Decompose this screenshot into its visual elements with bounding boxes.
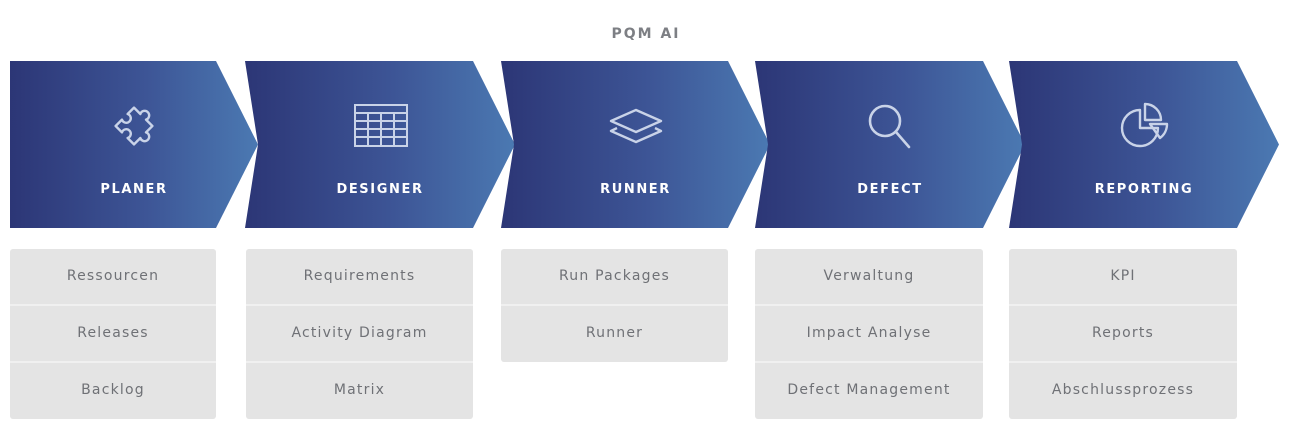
planer-items: Ressourcen Releases Backlog: [10, 249, 216, 419]
reporting-items: KPI Reports Abschlussprozess: [1009, 249, 1237, 419]
runner-items: Run Packages Runner: [501, 249, 728, 362]
stage-label: REPORTING: [1094, 182, 1194, 197]
stage-label: DESIGNER: [336, 182, 424, 197]
pie-chart-icon: [1009, 97, 1279, 155]
list-item[interactable]: Defect Management: [787, 382, 951, 398]
stage-reporting[interactable]: REPORTING: [1009, 61, 1279, 228]
stage-planer[interactable]: PLANER: [10, 61, 258, 228]
puzzle-icon: [10, 97, 258, 155]
stage-label: RUNNER: [600, 182, 671, 197]
list-item[interactable]: Run Packages: [501, 249, 728, 306]
list-item[interactable]: Abschlussprozess: [1051, 382, 1195, 398]
list-item[interactable]: Backlog: [81, 382, 145, 398]
list-item[interactable]: Impact Analyse: [755, 306, 983, 363]
list-item[interactable]: Verwaltung: [755, 249, 983, 306]
list-item[interactable]: Runner: [585, 325, 644, 341]
designer-items: Requirements Activity Diagram Matrix: [246, 249, 473, 419]
stage-defect[interactable]: DEFECT: [755, 61, 1025, 228]
stage-designer[interactable]: DESIGNER: [245, 61, 515, 228]
layers-icon: [501, 97, 770, 155]
defect-items: Verwaltung Impact Analyse Defect Managem…: [755, 249, 983, 419]
search-icon: [755, 97, 1025, 155]
list-item[interactable]: Ressourcen: [10, 249, 216, 306]
list-item[interactable]: Matrix: [333, 382, 386, 398]
list-item[interactable]: Requirements: [246, 249, 473, 306]
list-item[interactable]: Reports: [1009, 306, 1237, 363]
list-item[interactable]: Releases: [10, 306, 216, 363]
table-grid-icon: [245, 97, 515, 155]
stage-label: DEFECT: [857, 182, 923, 197]
page-title: PQM AI: [611, 26, 681, 42]
list-item[interactable]: KPI: [1009, 249, 1237, 306]
stage-runner[interactable]: RUNNER: [501, 61, 770, 228]
list-item[interactable]: Activity Diagram: [246, 306, 473, 363]
stage-label: PLANER: [100, 182, 168, 197]
